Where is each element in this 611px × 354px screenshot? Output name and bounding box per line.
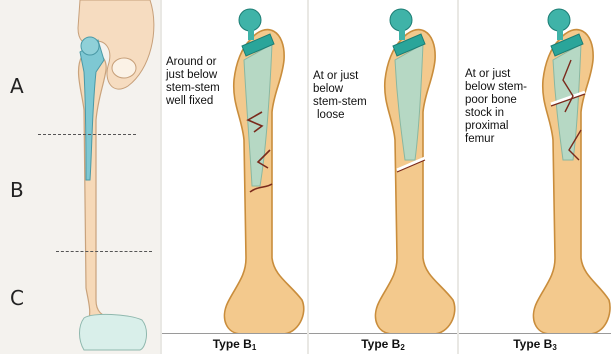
type-subscript: 2 xyxy=(400,343,404,352)
zone-divider-bc xyxy=(56,251,152,252)
description-line: well fixed xyxy=(166,95,220,108)
description-line: below stem- xyxy=(465,81,527,94)
type-label: Type B xyxy=(213,337,252,351)
description-line: loose xyxy=(313,109,367,122)
description-line: stem-stem xyxy=(313,96,367,109)
description-b3: At or just below stem- poor bone stock i… xyxy=(465,68,527,146)
type-subscript: 1 xyxy=(252,343,256,352)
description-line: just below xyxy=(166,69,220,82)
type-caption-b3: Type B3 xyxy=(459,333,611,354)
type-caption-b2: Type B2 xyxy=(309,333,457,354)
description-line: femur xyxy=(465,133,527,146)
panel-type-b3: At or just below stem- poor bone stock i… xyxy=(459,0,611,354)
description-b2: At or just below stem-stem loose xyxy=(313,70,367,122)
type-subscript: 3 xyxy=(552,343,556,352)
type-label: Type B xyxy=(361,337,400,351)
description-line: below xyxy=(313,83,367,96)
type-caption-b1: Type B1 xyxy=(162,333,307,354)
femur-zones-illustration xyxy=(0,0,160,354)
zone-overview-panel: A B C xyxy=(0,0,160,354)
implant-head-shape xyxy=(81,37,99,55)
zone-label-a: A xyxy=(10,74,24,98)
zone-label-b: B xyxy=(10,178,24,202)
description-line: At or just xyxy=(313,70,367,83)
type-label: Type B xyxy=(513,337,552,351)
description-line: proximal xyxy=(465,120,527,133)
zone-divider-ab xyxy=(38,134,136,135)
panel-type-b1: Around or just below stem-stem well fixe… xyxy=(162,0,307,354)
panel-type-b2: At or just below stem-stem loose Type B2 xyxy=(309,0,457,354)
description-line: Around or xyxy=(166,56,220,69)
description-line: poor bone xyxy=(465,94,527,107)
description-line: At or just xyxy=(465,68,527,81)
femur-b3-illustration xyxy=(459,0,611,354)
femur-b2-illustration xyxy=(309,0,457,354)
description-line: stem-stem xyxy=(166,82,220,95)
description-b1: Around or just below stem-stem well fixe… xyxy=(166,56,220,108)
zone-label-c: C xyxy=(10,286,24,310)
femur-b1-illustration xyxy=(162,0,307,354)
description-line: stock in xyxy=(465,107,527,120)
